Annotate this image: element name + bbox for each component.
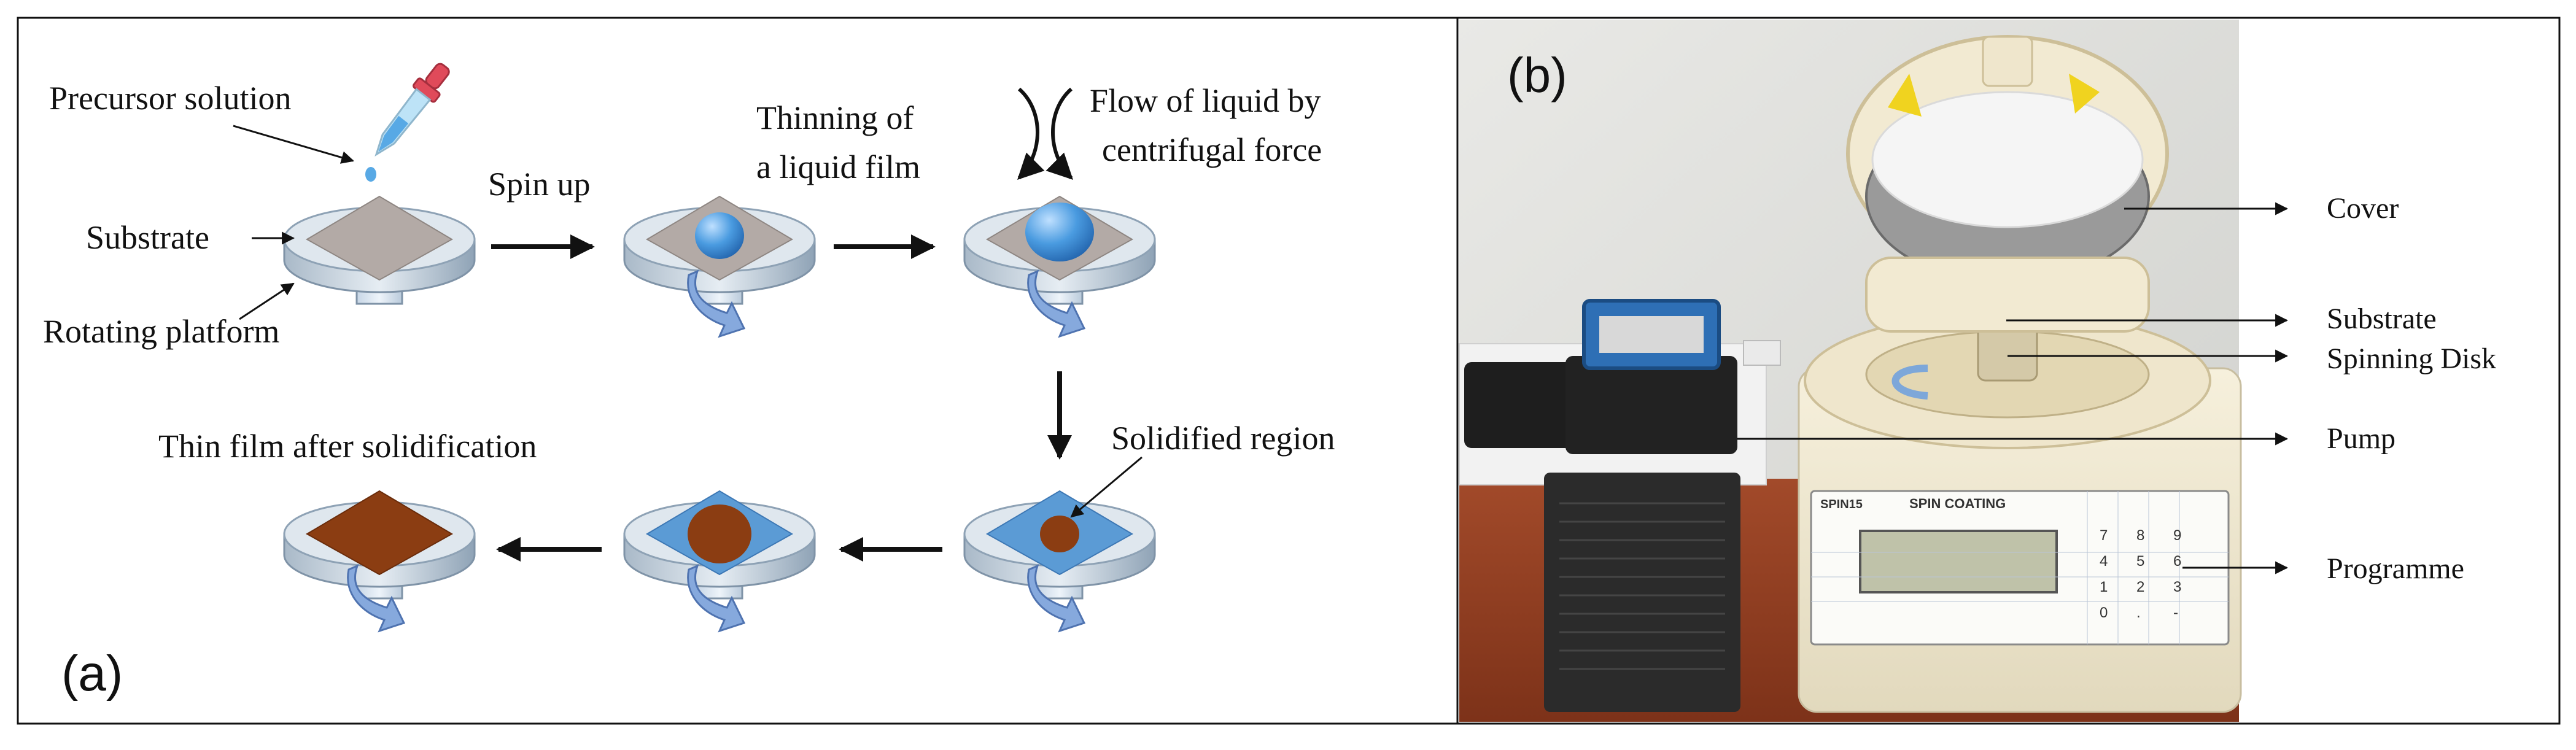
keypad-key: 5 bbox=[2136, 553, 2144, 570]
keypad-key: 9 bbox=[2173, 527, 2181, 544]
label-flow-1: Flow of liquid by bbox=[1090, 82, 1321, 119]
platform-stage-5 bbox=[623, 490, 816, 632]
panel-a: Precursor solution Substrate Rotating pl… bbox=[43, 63, 1335, 702]
thin-film bbox=[305, 490, 454, 576]
platform-stage-3 bbox=[963, 195, 1156, 338]
substrate-square bbox=[305, 195, 454, 281]
rotation-arrow-icon bbox=[1891, 365, 1928, 400]
panel-b-tag: (b) bbox=[1507, 48, 1567, 102]
label-spin-up: Spin up bbox=[488, 166, 591, 203]
panel-b-photo: SPIN15 SPIN COATING 7 8 9 4 5 6 1 2 3 0. - (b) bbox=[1459, 20, 2289, 722]
brand-logo: SPIN15 bbox=[1820, 498, 1863, 511]
label-programme: Programme bbox=[2327, 552, 2464, 585]
device-title: SPIN COATING bbox=[1909, 496, 2006, 511]
keypad-key: 0 bbox=[2100, 605, 2108, 621]
keypad-key: 4 bbox=[2100, 553, 2108, 570]
label-substrate: Substrate bbox=[86, 219, 209, 256]
liquid-drop bbox=[695, 212, 744, 259]
leader-solidified bbox=[1070, 456, 1143, 518]
dropper-icon bbox=[374, 63, 450, 157]
solidified-spot bbox=[1040, 516, 1079, 552]
control-panel: SPIN15 SPIN COATING 7 8 9 4 5 6 1 2 3 0. - bbox=[1810, 490, 2230, 646]
keypad-key: 1 bbox=[2100, 579, 2108, 595]
panel-a-tag: (a) bbox=[61, 646, 123, 702]
keypad-key: 7 bbox=[2100, 527, 2108, 544]
keypad: 7 8 9 4 5 6 1 2 3 0. - bbox=[2100, 527, 2181, 621]
spin-coater: SPIN15 SPIN COATING 7 8 9 4 5 6 1 2 3 0. - bbox=[1798, 35, 2242, 713]
keypad-key: . bbox=[2136, 605, 2141, 621]
label-thinning-2: a liquid film bbox=[756, 149, 920, 185]
keypad-key: 8 bbox=[2136, 527, 2144, 544]
pump-device bbox=[1464, 299, 1781, 712]
curved-arrow-icon bbox=[1017, 87, 1045, 180]
label-precursor: Precursor solution bbox=[49, 80, 291, 117]
cover bbox=[1846, 35, 2169, 333]
platform-stage-1 bbox=[283, 195, 476, 305]
platform-stage-2 bbox=[623, 195, 816, 338]
label-rotating-platform: Rotating platform bbox=[43, 313, 279, 350]
panel-b-frame bbox=[1456, 17, 2561, 725]
platform-stage-4 bbox=[963, 490, 1156, 632]
label-cover: Cover bbox=[2327, 192, 2399, 225]
label-b-substrate: Substrate bbox=[2327, 303, 2437, 335]
liquid-drop-spread bbox=[1025, 203, 1094, 261]
solidified-disk bbox=[688, 505, 751, 563]
label-spinning-disk: Spinning Disk bbox=[2327, 342, 2496, 375]
keypad-key: 3 bbox=[2173, 579, 2181, 595]
keypad-key: 6 bbox=[2173, 553, 2181, 570]
droplet-icon bbox=[365, 167, 376, 182]
leader-platform bbox=[239, 282, 295, 320]
leader-precursor bbox=[233, 125, 355, 164]
curved-arrow-icon bbox=[1046, 87, 1073, 180]
keypad-key: 2 bbox=[2136, 579, 2144, 595]
keypad-key: - bbox=[2173, 605, 2178, 621]
label-solidified: Solidified region bbox=[1111, 420, 1335, 457]
lcd-display bbox=[1859, 530, 2058, 593]
platform-stage-6 bbox=[283, 490, 476, 632]
label-thin-film: Thin film after solidification bbox=[158, 428, 537, 465]
label-flow-2: centrifugal force bbox=[1102, 131, 1322, 168]
label-thinning-1: Thinning of bbox=[756, 99, 914, 136]
label-pump: Pump bbox=[2327, 422, 2396, 455]
